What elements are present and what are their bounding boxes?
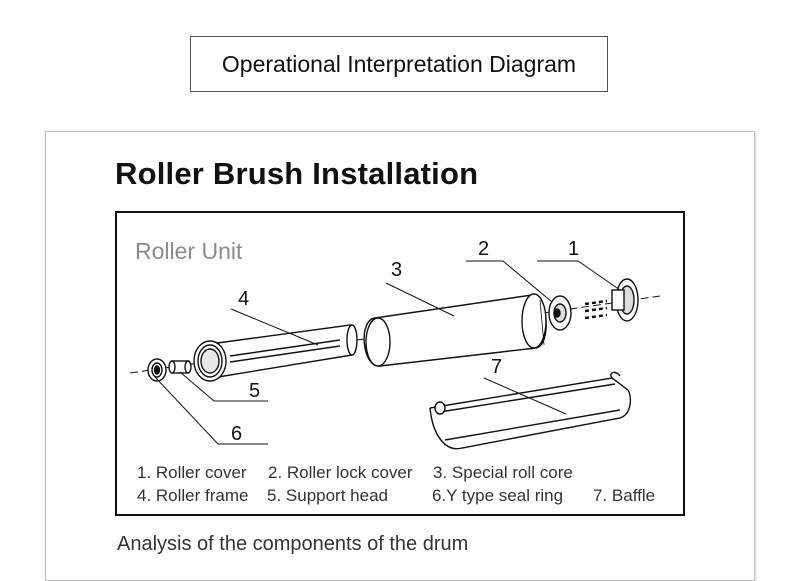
lock-cover-part <box>548 295 572 331</box>
roll-core-part <box>363 293 547 367</box>
legend-item-special-roll-core: 3. Special roll core <box>433 463 573 482</box>
legend-item-seal-ring: 6.Y type seal ring <box>432 486 564 505</box>
callout-1: 1 <box>568 238 579 260</box>
unit-label: Roller Unit <box>135 238 243 264</box>
roller-cover-part <box>584 278 639 322</box>
callout-3: 3 <box>391 259 402 281</box>
leader-lines <box>154 260 621 445</box>
section-heading: Roller Brush Installation <box>115 156 479 191</box>
legend-item-support-head: 5. Support head <box>267 486 388 505</box>
callout-6: 6 <box>231 423 242 445</box>
callout-4: 4 <box>238 288 249 310</box>
legend-item-roller-frame: 4. Roller frame <box>137 486 249 505</box>
legend-item-roller-lock-cover: 2. Roller lock cover <box>268 463 413 482</box>
seal-ring-part <box>147 358 167 382</box>
page-title: Operational Interpretation Diagram <box>190 36 608 92</box>
exploded-view-drawing: 1 2 3 4 5 6 7 <box>129 238 661 450</box>
support-head-part <box>168 360 192 374</box>
roller-frame-part <box>193 324 358 382</box>
callout-7: 7 <box>491 356 502 378</box>
baffle-part <box>429 371 632 450</box>
callout-5: 5 <box>249 380 260 402</box>
callout-2: 2 <box>478 238 489 260</box>
legend-item-roller-cover: 1. Roller cover <box>137 463 247 482</box>
legend-item-baffle: 7. Baffle <box>593 486 656 505</box>
diagram-caption: Analysis of the components of the drum <box>117 533 469 555</box>
